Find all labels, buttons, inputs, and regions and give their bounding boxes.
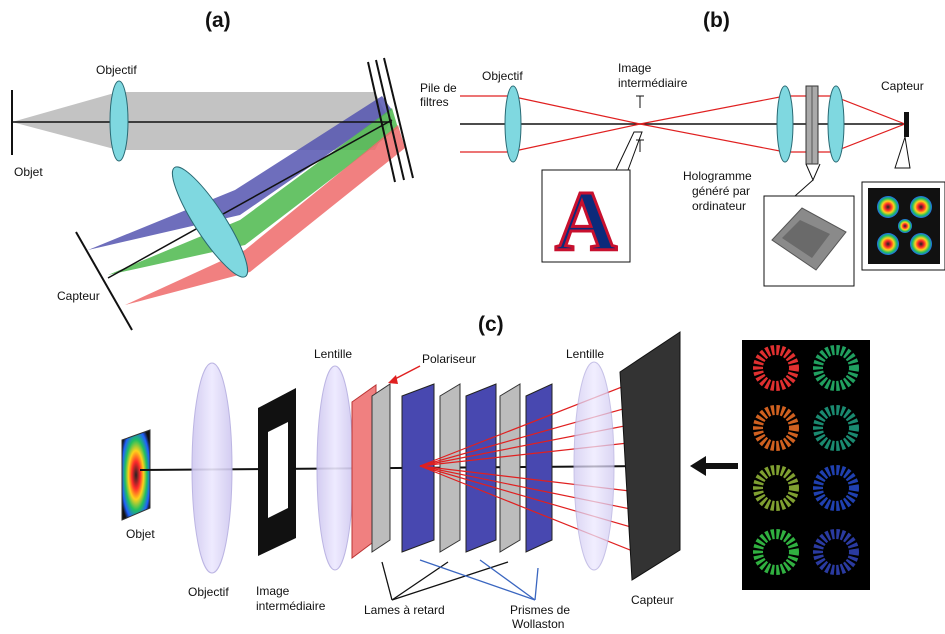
sensor-callout <box>894 136 911 169</box>
polarizer-arrow <box>392 365 421 381</box>
label-hologram-1: Hologramme <box>683 169 752 183</box>
polarizer-arrow-head <box>388 375 398 384</box>
grid-cell-olive <box>753 465 799 511</box>
split-ray-4 <box>419 439 656 467</box>
ray-b-lower <box>460 123 906 153</box>
retarder-1 <box>371 383 391 553</box>
label-intermediate-c-1: Image <box>256 584 290 598</box>
label-lens-right: Lentille <box>566 347 604 361</box>
wollaston-arrow-1 <box>419 559 536 601</box>
imaging-lens <box>171 166 249 278</box>
label-intermediate-c-2: intermédiaire <box>256 599 326 613</box>
sensor-c <box>619 331 681 581</box>
panel-c: Objet Objectif Image intermédiaire Lenti… <box>121 331 870 631</box>
retarder-arrows <box>381 561 509 601</box>
retarder-arrow-1 <box>381 561 393 601</box>
split-ray-8 <box>419 465 656 561</box>
hologram-callout-line <box>794 179 814 197</box>
label-hologram-2: généré par <box>692 184 750 198</box>
university-logo: A <box>555 173 617 269</box>
split-ray-3 <box>419 419 656 467</box>
psf-spot-1 <box>877 196 899 218</box>
label-filter-stack-2: filtres <box>420 95 449 109</box>
psf-spot-2 <box>910 196 932 218</box>
label-retarders: Lames à retard <box>364 603 445 617</box>
relay-lens-1 <box>776 85 794 163</box>
label-wollaston-2: Wollaston <box>512 617 564 631</box>
hologram-surface-shade <box>782 220 830 258</box>
logo-callout <box>615 131 643 171</box>
grid-cell-green <box>813 345 859 391</box>
panel-a-title: (a) <box>205 9 231 32</box>
label-objective-c: Objectif <box>188 585 229 599</box>
psf-spot-4 <box>910 233 932 255</box>
split-rays <box>419 373 656 561</box>
grey-beam <box>12 92 390 150</box>
logo-box <box>541 169 631 263</box>
filter-3 <box>383 57 414 179</box>
retarder-arrow-3 <box>391 561 509 601</box>
split-ray-2 <box>419 399 656 467</box>
label-filter-stack-1: Pile de <box>420 81 457 95</box>
label-polarizer: Polariseur <box>422 352 476 366</box>
lens-right-c <box>573 361 615 571</box>
label-object-a: Objet <box>14 165 43 179</box>
output-arrow-head <box>690 456 706 476</box>
objective-lens-b <box>504 85 522 163</box>
panel-a: Objectif Objet Pile de filtres Capteur <box>11 57 457 331</box>
retarder-2 <box>439 383 461 553</box>
reflected-axis <box>107 119 393 279</box>
wollaston-arrow-2 <box>479 559 536 601</box>
label-lens-left: Lentille <box>314 347 352 361</box>
panel-c-title: (c) <box>478 313 504 336</box>
label-sensor-a: Capteur <box>57 289 100 303</box>
objective-lens-c <box>191 362 233 574</box>
retarder-3 <box>499 383 521 553</box>
label-object-c: Objet <box>126 527 155 541</box>
blue-beam <box>88 96 392 250</box>
label-wollaston-1: Prismes de <box>510 603 570 617</box>
label-hologram-3: ordinateur <box>692 199 746 213</box>
wollaston-1 <box>401 383 435 553</box>
grid-cell-blue <box>813 465 859 511</box>
filter-2 <box>375 59 405 181</box>
grid-cell-red <box>753 345 799 391</box>
object-image-c <box>121 429 151 521</box>
grid-cell-green2 <box>753 529 799 575</box>
red-beam <box>125 125 405 305</box>
intermediate-window <box>268 422 288 518</box>
grid-cell-orange <box>753 405 799 451</box>
hologram-callout-top <box>805 163 821 182</box>
relay-lens-2 <box>827 85 845 163</box>
sensor-a <box>75 231 133 331</box>
wollaston-arrows <box>419 559 539 601</box>
label-intermediate-b-2: intermédiaire <box>618 76 688 90</box>
filter-1 <box>367 61 396 183</box>
ray-b-upper <box>460 95 906 125</box>
split-ray-5 <box>419 465 656 495</box>
lens-left-c <box>316 365 354 571</box>
retarder-arrow-2 <box>391 561 449 601</box>
split-ray-1 <box>419 373 656 467</box>
split-ray-6 <box>419 465 656 515</box>
grid-cell-indigo <box>813 529 859 575</box>
label-sensor-b: Capteur <box>881 79 924 93</box>
split-ray-7 <box>419 465 656 535</box>
wollaston-2 <box>465 383 497 553</box>
psf-spot-3 <box>877 233 899 255</box>
psf-spot-center <box>898 219 912 233</box>
label-sensor-c: Capteur <box>631 593 674 607</box>
label-objective-b: Objectif <box>482 69 523 83</box>
label-intermediate-b-1: Image <box>618 61 652 75</box>
wollaston-arrow-3 <box>534 567 539 601</box>
grid-cell-teal <box>813 405 859 451</box>
sensor-b <box>904 112 909 137</box>
panel-b: A Objectif Image intermédiaire Capteur H… <box>460 61 945 287</box>
objective-lens <box>109 80 129 162</box>
panel-b-title: (b) <box>703 9 730 32</box>
label-objective-a: Objectif <box>96 63 137 77</box>
wollaston-3 <box>525 383 553 553</box>
